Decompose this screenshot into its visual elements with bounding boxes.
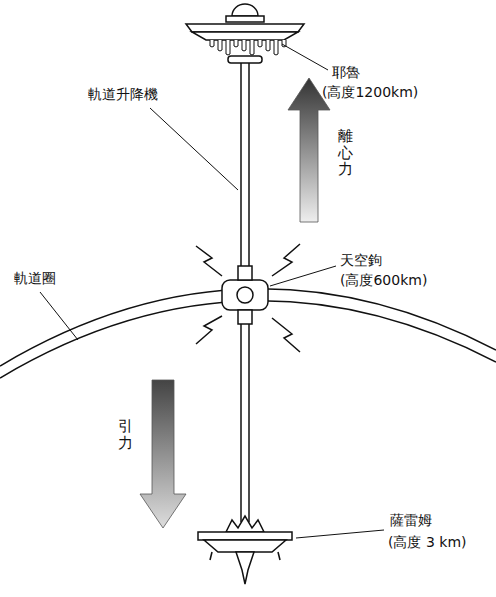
leader-lines: [40, 44, 384, 538]
station-drip: [242, 40, 246, 51]
top-station: [186, 4, 304, 63]
bottom-station: [198, 516, 292, 584]
station-name: 薩雷姆: [390, 512, 432, 529]
energy-bolts: [196, 244, 300, 352]
station-drip: [274, 40, 278, 55]
station-drip: [258, 40, 262, 47]
gravity-arrow: [140, 380, 186, 528]
station-drip: [226, 40, 230, 55]
altitude-label: (高度600km): [340, 272, 427, 289]
station-drip: [234, 40, 238, 47]
force-label: 引力: [118, 418, 133, 451]
altitude-label: (高度1200km): [322, 84, 418, 101]
station-name: 天空鉤: [340, 252, 382, 269]
part-label: 軌道升降機: [88, 86, 158, 103]
station-name: 耶魯: [332, 64, 360, 81]
skyhook-hub: [222, 266, 268, 324]
station-drip: [266, 40, 270, 51]
part-label: 軌道圈: [14, 270, 56, 287]
force-label: 離心力: [338, 128, 353, 178]
station-drip: [218, 40, 222, 51]
station-drip: [250, 40, 254, 55]
altitude-label: (高度 3 km): [388, 534, 466, 551]
station-drip: [210, 40, 214, 47]
